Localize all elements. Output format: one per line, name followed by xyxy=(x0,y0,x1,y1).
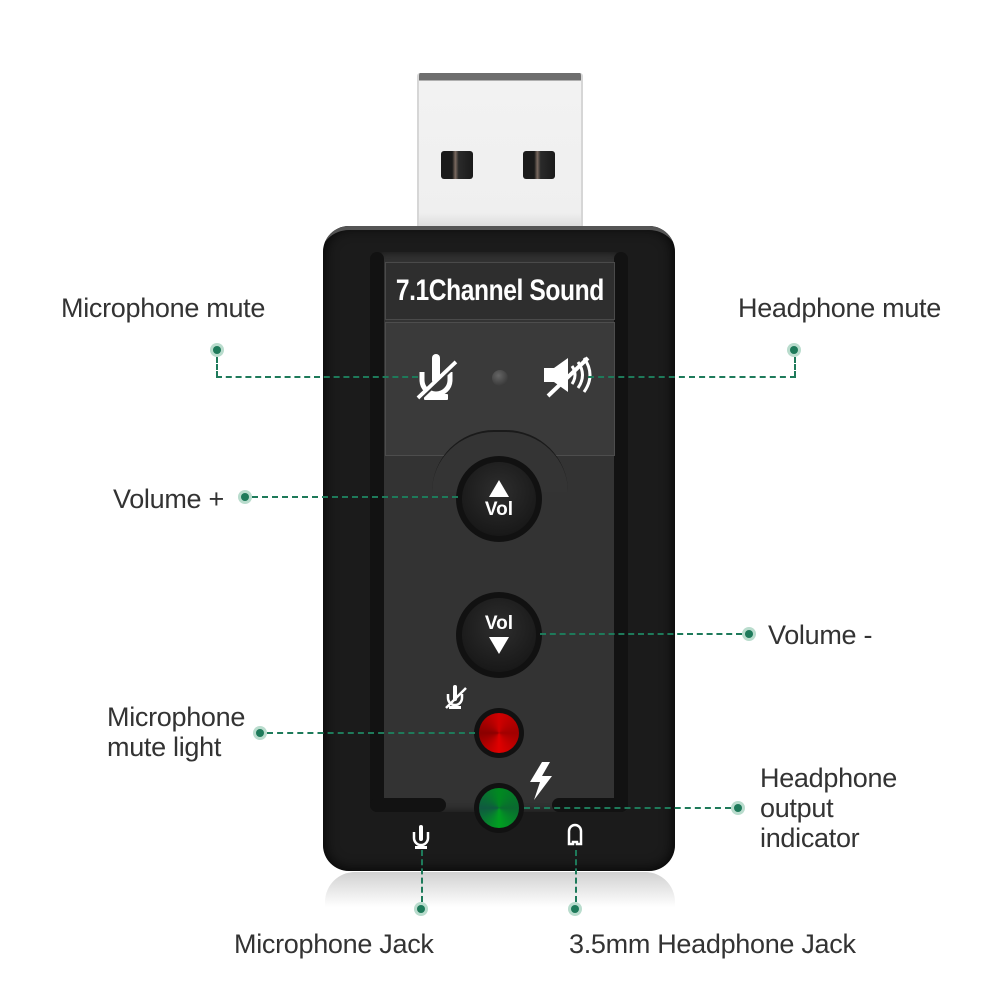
callout-pin xyxy=(210,343,224,357)
panel-groove-bottom-left xyxy=(370,798,446,812)
callout-text-line: indicator xyxy=(760,823,860,853)
volume-down-button[interactable]: Vol xyxy=(456,592,542,678)
callout-pin xyxy=(238,490,252,504)
device-title: 7.1Channel Sound xyxy=(395,274,605,307)
microphone-icon xyxy=(412,825,430,849)
callout-mic-mute-light: Microphone mute light xyxy=(107,702,245,762)
callout-line xyxy=(252,496,458,498)
callout-line xyxy=(267,732,475,734)
callout-line xyxy=(524,807,731,809)
callout-line xyxy=(540,633,742,635)
callout-headphone-mute: Headphone mute xyxy=(738,293,941,323)
callout-pin xyxy=(568,902,582,916)
callout-text-line: Microphone xyxy=(107,702,246,732)
microphone-mute-led xyxy=(474,708,524,758)
microphone-muted-icon[interactable] xyxy=(414,352,460,404)
callout-microphone-mute: Microphone mute xyxy=(61,293,266,323)
panel-groove-bottom-right xyxy=(552,798,628,812)
callout-volume-minus: Volume - xyxy=(768,620,873,650)
device-title-plate: 7.1Channel Sound xyxy=(385,262,615,320)
usb-contact-hole xyxy=(523,151,555,179)
device-reflection xyxy=(325,872,675,907)
volume-down-label: Vol xyxy=(484,613,514,634)
callout-headphone-jack: 3.5mm Headphone Jack xyxy=(569,929,856,959)
callout-volume-plus: Volume + xyxy=(113,484,224,514)
callout-pin xyxy=(253,726,267,740)
callout-headphone-output-indicator: Headphone output indicator xyxy=(760,763,897,853)
callout-line xyxy=(216,357,218,377)
callout-pin xyxy=(731,801,745,815)
microphone-muted-small-icon xyxy=(445,685,467,709)
callout-line xyxy=(575,850,577,902)
callout-line xyxy=(794,357,796,377)
callout-pin xyxy=(742,627,756,641)
callout-text-line: mute light xyxy=(107,732,222,762)
usb-plug xyxy=(417,73,583,248)
arrow-up-icon xyxy=(489,480,509,497)
callout-line xyxy=(588,376,796,378)
headphone-output-led xyxy=(474,783,524,833)
volume-up-button[interactable]: Vol xyxy=(456,456,542,542)
callout-text-line: output xyxy=(760,793,834,823)
arrow-down-icon xyxy=(489,637,509,654)
headphone-icon xyxy=(567,823,583,846)
callout-microphone-jack: Microphone Jack xyxy=(234,929,434,959)
callout-line xyxy=(216,376,418,378)
status-led xyxy=(492,370,508,386)
callout-pin xyxy=(787,343,801,357)
panel-groove-right xyxy=(614,252,628,812)
callout-line xyxy=(421,850,423,902)
usb-contact-hole xyxy=(441,151,473,179)
volume-up-label: Vol xyxy=(484,499,514,520)
panel-groove-left xyxy=(370,252,384,812)
speaker-muted-icon[interactable] xyxy=(542,352,594,400)
callout-text-line: Headphone xyxy=(760,763,897,793)
lightning-icon xyxy=(530,762,552,800)
callout-pin xyxy=(414,902,428,916)
